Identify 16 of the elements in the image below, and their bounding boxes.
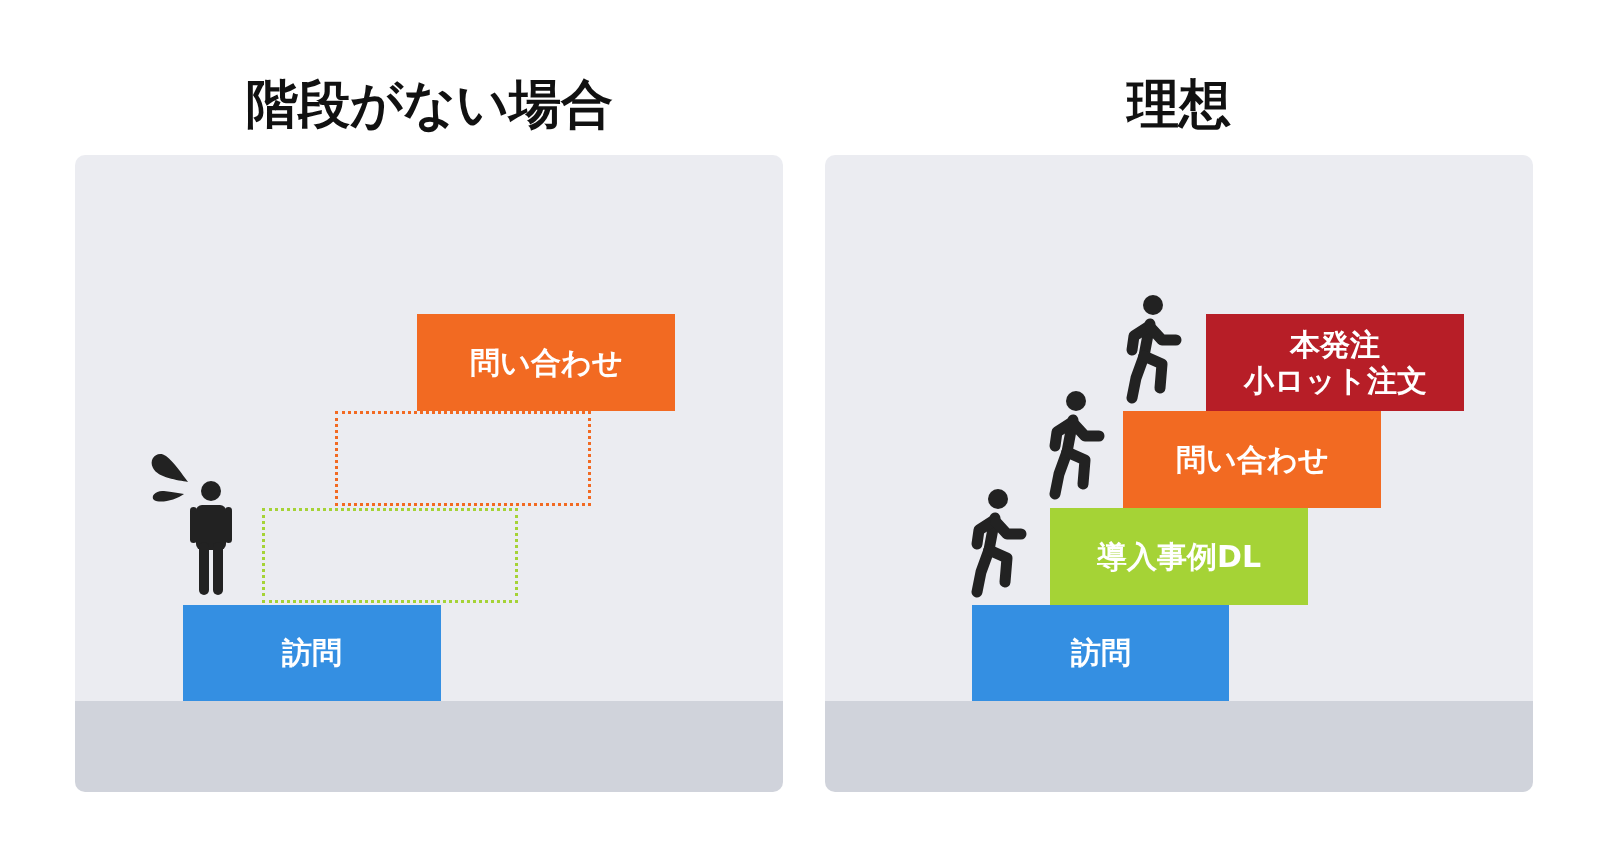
stair-step	[183, 605, 441, 701]
step-label: 訪問	[1070, 635, 1131, 671]
step-label: 導入事例DL	[1097, 538, 1261, 575]
stair-step	[1050, 508, 1308, 605]
step-label: 小ロット注文	[1243, 362, 1427, 399]
step-label: 訪問	[282, 635, 342, 671]
step-label: 問い合わせ	[469, 344, 623, 381]
stair-step	[417, 314, 675, 411]
empty-step-outline	[262, 508, 518, 603]
panel-heading: 理想	[1125, 73, 1232, 136]
step-label: 問い合わせ	[1175, 441, 1329, 478]
stair-step	[1206, 314, 1464, 411]
stair-step	[1123, 411, 1381, 508]
stair-step	[972, 605, 1229, 701]
step-label: 本発注	[1290, 326, 1380, 363]
panel-heading: 階段がない場合	[244, 73, 614, 136]
